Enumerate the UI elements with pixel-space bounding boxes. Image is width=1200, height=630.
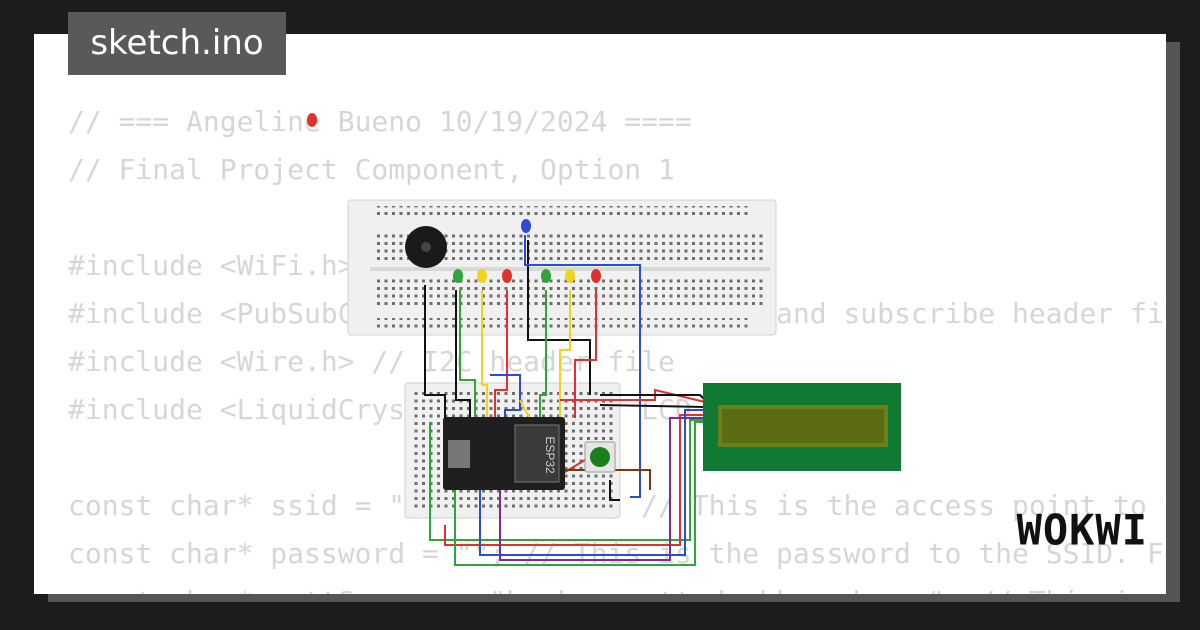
- led-yellow-1: [477, 269, 487, 283]
- led-red-2: [591, 269, 601, 283]
- code-line: const char* mqttServer = "broker.mqtt-da…: [68, 585, 1166, 594]
- breadboard-top: [347, 199, 777, 336]
- led-red-1: [502, 269, 512, 283]
- buzzer: [405, 226, 447, 268]
- led-green-1: [453, 269, 463, 283]
- code-line: // === Angeline Bueno 10/19/2024 ====: [68, 105, 692, 138]
- esp32-label: ESP32: [543, 436, 557, 474]
- wokwi-logo: WOKWI: [1016, 505, 1148, 555]
- led-red-loose: [307, 113, 317, 127]
- code-line: // Final Project Component, Option 1: [68, 153, 675, 186]
- preview-card: // === Angeline Bueno 10/19/2024 ==== //…: [34, 34, 1166, 594]
- esp32-board: ESP32: [443, 417, 565, 490]
- code-line: const char* password = ""; // This is th…: [68, 537, 1166, 570]
- led-yellow-2: [565, 269, 575, 283]
- file-tab[interactable]: sketch.ino: [68, 12, 286, 75]
- pushbutton: [584, 441, 616, 473]
- led-green-2: [541, 269, 551, 283]
- led-blue: [521, 219, 531, 233]
- lcd-1602: [703, 383, 901, 471]
